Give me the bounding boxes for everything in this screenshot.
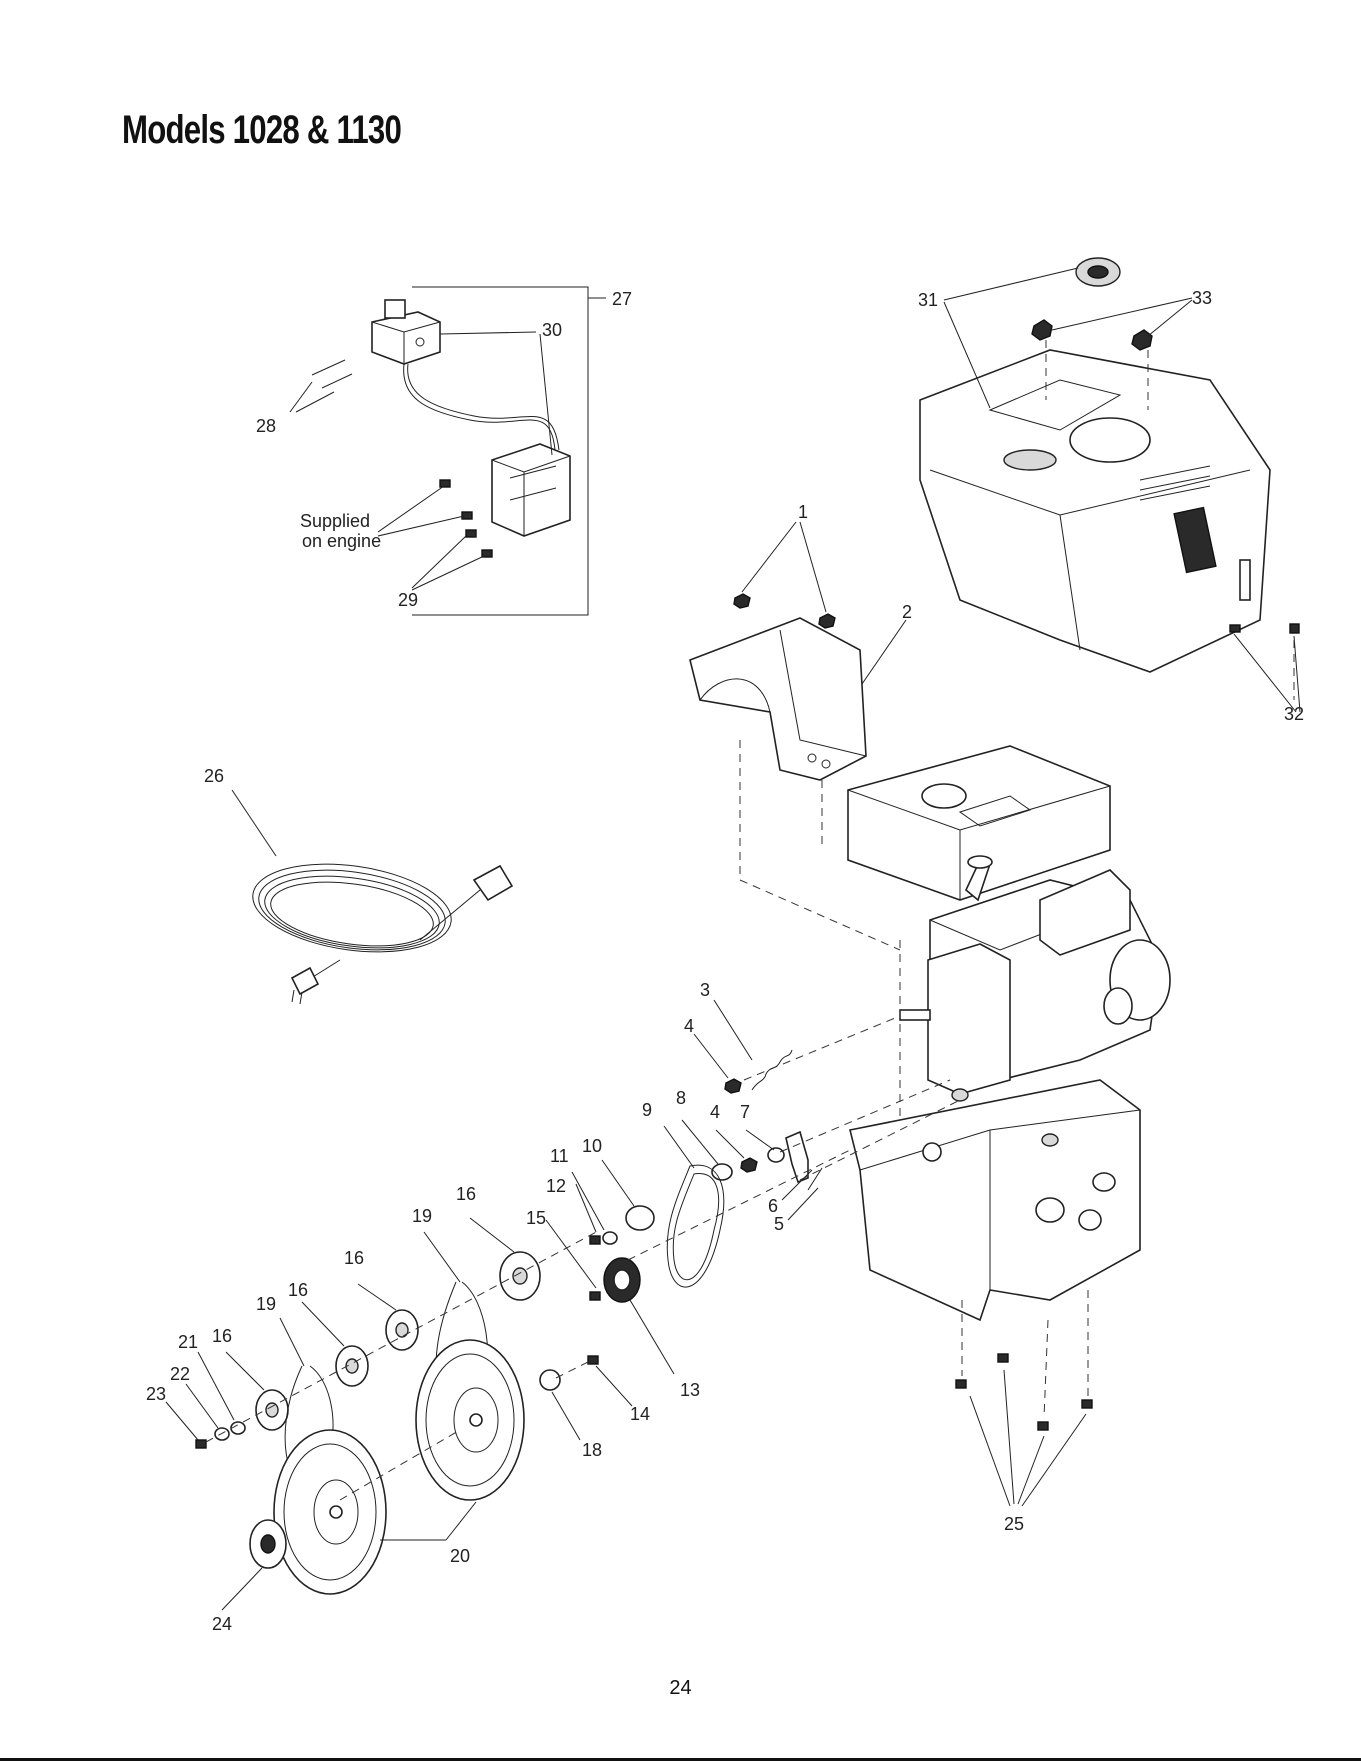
supplied-on-engine-note-line1: Supplied: [300, 511, 370, 531]
callout-6: 6: [768, 1196, 778, 1216]
callout-16c: 16: [288, 1280, 308, 1300]
callout-8: 8: [676, 1088, 686, 1108]
callout-25: 25: [1004, 1514, 1024, 1534]
engine-shroud: [920, 258, 1300, 712]
callout-32: 32: [1284, 704, 1304, 724]
callout-11: 11: [550, 1146, 569, 1166]
callout-30: 30: [542, 320, 562, 340]
callout-1: 1: [798, 502, 808, 522]
callout-15: 15: [526, 1208, 546, 1228]
callout-5: 5: [774, 1214, 784, 1234]
callout-23: 23: [146, 1384, 166, 1404]
callout-18: 18: [582, 1440, 602, 1460]
extension-cord: [232, 790, 512, 1004]
callout-21: 21: [178, 1332, 198, 1352]
callout-3: 3: [700, 980, 710, 1000]
callout-16a: 16: [456, 1184, 476, 1204]
callout-27: 27: [612, 289, 632, 309]
callout-13: 13: [680, 1380, 700, 1400]
callout-16b: 16: [344, 1248, 364, 1268]
callout-4a: 4: [684, 1016, 694, 1036]
supplied-on-engine-note-line2: on engine: [302, 531, 381, 551]
callout-33: 33: [1192, 288, 1212, 308]
screw-28-b: [322, 374, 352, 388]
callout-10: 10: [582, 1136, 602, 1156]
callout-9: 9: [642, 1100, 652, 1120]
callout-20: 20: [450, 1546, 470, 1566]
callout-19a: 19: [412, 1206, 432, 1226]
callout-29: 29: [398, 590, 418, 610]
callout-16d: 16: [212, 1326, 232, 1346]
engine: [848, 746, 1170, 1506]
callout-19b: 19: [256, 1294, 276, 1314]
callout-12: 12: [546, 1176, 566, 1196]
drive-belts-and-pulleys: [166, 1126, 850, 1610]
callout-26: 26: [204, 766, 224, 786]
screw-28-a: [312, 360, 345, 375]
callout-7: 7: [740, 1102, 750, 1122]
page-number: 24: [0, 1677, 1361, 1700]
callout-31: 31: [918, 290, 938, 310]
callout-2: 2: [902, 602, 912, 622]
callout-22: 22: [170, 1364, 190, 1384]
callout-14: 14: [630, 1404, 650, 1424]
callout-4b: 4: [710, 1102, 720, 1122]
belt-cover: [690, 522, 906, 950]
callout-24: 24: [212, 1614, 232, 1634]
callout-28: 28: [256, 416, 276, 436]
